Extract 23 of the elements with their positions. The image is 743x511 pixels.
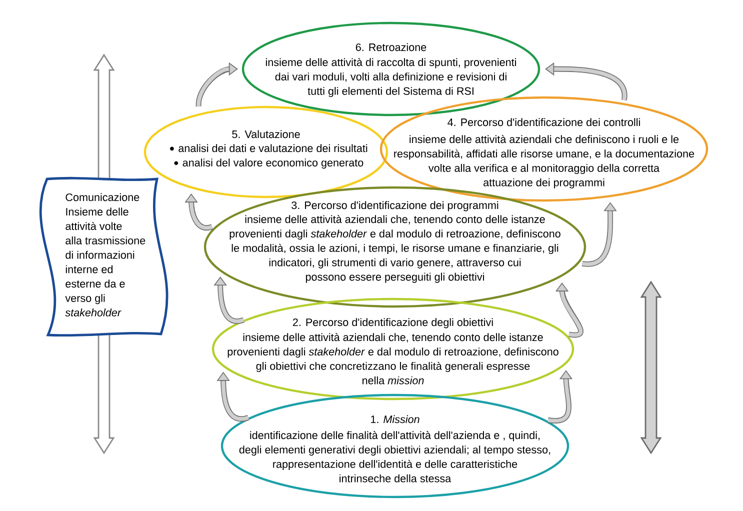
list-item: analisi del valore economico generato <box>182 158 364 169</box>
stage-ellipse <box>242 22 540 116</box>
curved-arrow <box>196 62 238 106</box>
list-item: analisi dei dati e valutazione dei risultati <box>178 144 368 152</box>
stage-description: insieme delle attività aziendali che definiscono i ruoli e le responsabilità, affidati alle risorse umane, e la documentazione volte alla verifica e al monitoraggio della corretta attuazione dei programmi <box>394 135 694 188</box>
stage-description: identificazione delle finalità dell'attività dell'azienda e , quindi, degli elementi generativi degli obiettivi aziendali; al tempo stesso, rappresentazione dell'identità e delle caratteristiche intrinseche della stessa <box>239 431 550 482</box>
stage-ellipse <box>144 106 388 198</box>
stage-title: 5. Valutazione <box>232 130 300 138</box>
banner-title: Comunicazione <box>66 193 140 202</box>
stage-ellipse <box>220 394 570 498</box>
stage-title: 6. Retroazione <box>356 43 426 52</box>
stage-description: insieme delle attività di raccolta di spunti, provenienti dai vari moduli, volti alla definizione e revisioni di tutti gli elementi del Sistema di RSI <box>266 58 516 98</box>
stage-ellipse <box>380 96 708 202</box>
stage-description: insieme delle attività aziendali che, tenendo conto delle istanze provenienti dagli stakeholder e dal modulo di retroazione, definiscono gli obiettivi che concretizzano le finalità generali espresse nella mission <box>228 333 558 384</box>
banner-description: Insieme delle attività volte alla trasmissione di informazioni interne ed esterne da e verso gli stakeholder <box>65 208 146 316</box>
wavy-banner <box>40 176 168 337</box>
curved-arrow <box>214 276 244 324</box>
stage-description: insieme delle attività aziendali che, tenendo conto delle istanze provenienti dagli stakeholder e dal modulo di retroazione, definiscono le modalità, ossia le azioni, i tempi, le risorse umane e finanziarie, gli indicatori, gli strumenti di vario genere, attraverso cui possono essere perseguiti gli obiettivi <box>230 215 560 283</box>
stage-title: 4. Percorso d'identificazione dei controlli <box>448 118 640 126</box>
stage-title: 3. Percorso d'identificazione dei programmi <box>292 201 498 212</box>
stage-title: 2. Percorso d'identificazione degli obiettivi <box>292 318 493 328</box>
stage-ellipse <box>212 298 574 400</box>
stage-title: 1. Mission <box>371 415 420 424</box>
